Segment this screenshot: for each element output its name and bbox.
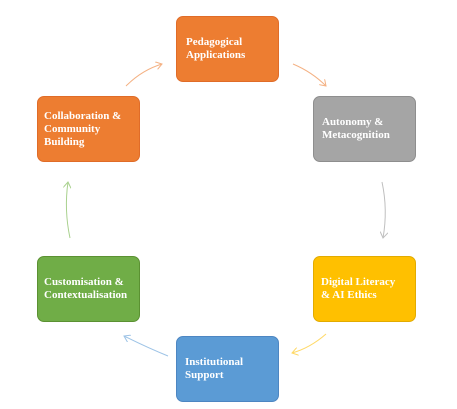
arrow-pedagogical-autonomy [292, 63, 326, 86]
arrow-institutional-customisation [124, 336, 169, 357]
node-label: Digital Literacy & AI Ethics [321, 276, 396, 301]
node-customisation-contextualisation: Customisation & Contextualisation [37, 256, 140, 322]
node-label: Collaboration & Community Building [44, 109, 122, 148]
node-label: Autonomy & Metacognition [322, 116, 390, 141]
node-collaboration-community-building: Collaboration & Community Building [37, 96, 140, 162]
node-autonomy-metacognition: Autonomy & Metacognition [313, 96, 416, 162]
arrow-customisation-collaboration [66, 182, 70, 239]
arrow-autonomy-digital [382, 181, 385, 238]
node-label: Pedagogical Applications [186, 36, 246, 61]
node-label: Customisation & Contextualisation [44, 276, 128, 301]
arrow-collaboration-pedagogical [125, 64, 162, 87]
node-pedagogical-applications: Pedagogical Applications [176, 16, 279, 82]
node-digital-literacy-ai-ethics: Digital Literacy & AI Ethics [313, 256, 416, 322]
node-label: Institutional Support [185, 356, 244, 381]
node-institutional-support: Institutional Support [176, 336, 279, 402]
arrow-digital-institutional [292, 333, 327, 353]
